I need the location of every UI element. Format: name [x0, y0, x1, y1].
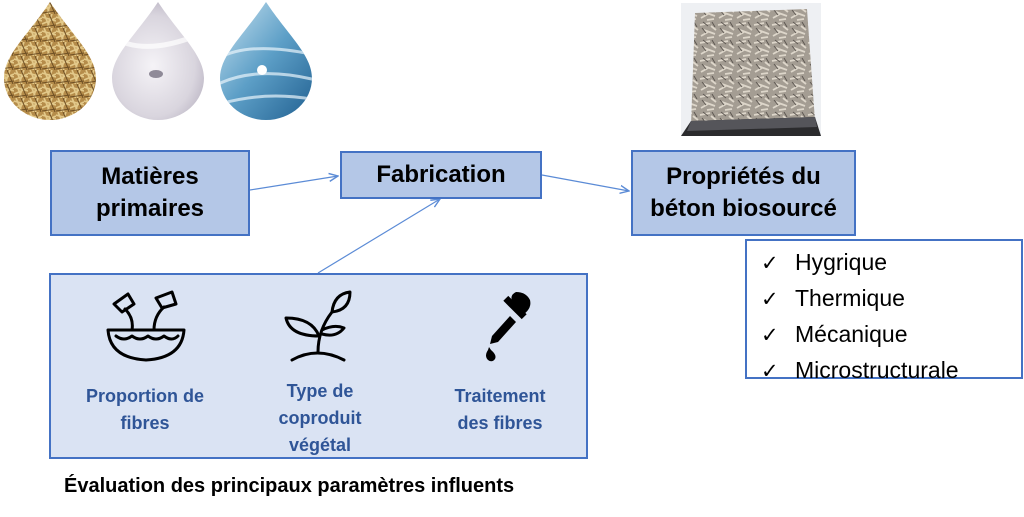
parameter-label-type: Type de coproduit végétal	[250, 378, 390, 459]
property-label: Thermique	[795, 285, 905, 311]
dropper-icon	[486, 292, 531, 362]
arrow-fabrication-to-proprietes	[541, 174, 629, 191]
parameter-label-line: coproduit	[278, 408, 362, 428]
parameter-label-line: fibres	[120, 413, 170, 433]
node-fabrication: Fabrication	[340, 151, 542, 199]
parameter-label-line: des fibres	[457, 413, 543, 433]
property-label: Mécanique	[795, 321, 908, 347]
arrow-matieres-to-fabrication	[249, 176, 338, 191]
parameters-panel	[49, 273, 588, 459]
bio-concrete-sample-image	[681, 3, 821, 136]
node-proprietes-line1: Propriétés du	[666, 163, 821, 190]
node-matieres-line2: primaires	[95, 195, 205, 222]
parameter-label-proportion: Proportion de fibres	[70, 383, 220, 437]
footer-title: Évaluation des principaux paramètres inf…	[64, 475, 515, 497]
node-matieres-line1: Matières	[101, 163, 199, 190]
water-drop-image	[220, 2, 312, 120]
parameter-label-line: Proportion de	[86, 386, 204, 406]
property-item-hygrique: ✓ Hygrique	[761, 245, 1021, 281]
check-icon: ✓	[761, 360, 779, 383]
parameter-label-line: Type de	[286, 381, 354, 401]
property-item-microstructurale: ✓ Microstructurale	[761, 353, 1021, 389]
parameter-label-line: Traitement	[454, 386, 546, 406]
property-label: Hygrique	[795, 249, 888, 275]
property-label: Microstructurale	[795, 357, 959, 383]
check-icon: ✓	[761, 288, 779, 311]
mixing-bowl-icon	[106, 290, 186, 362]
arrow-parameters-to-fabrication	[317, 199, 440, 274]
property-item-thermique: ✓ Thermique	[761, 281, 1021, 317]
node-matieres-primaires: Matières primaires	[50, 150, 250, 236]
node-fabrication-label: Fabrication	[376, 161, 506, 188]
check-icon: ✓	[761, 252, 779, 275]
straw-fibers-drop-image	[4, 2, 96, 120]
plant-sprout-icon	[284, 290, 352, 362]
check-icon: ✓	[761, 324, 779, 347]
lime-powder-drop-image	[112, 2, 204, 120]
property-item-mecanique: ✓ Mécanique	[761, 317, 1021, 353]
parameter-label-line: végétal	[288, 435, 352, 455]
node-proprietes-line2: béton biosourcé	[650, 195, 837, 222]
node-proprietes: Propriétés du béton biosourcé	[631, 150, 856, 236]
parameter-label-traitement: Traitement des fibres	[430, 383, 570, 437]
properties-checklist: ✓ Hygrique ✓ Thermique ✓ Mécanique ✓ Microst…	[745, 239, 1023, 383]
